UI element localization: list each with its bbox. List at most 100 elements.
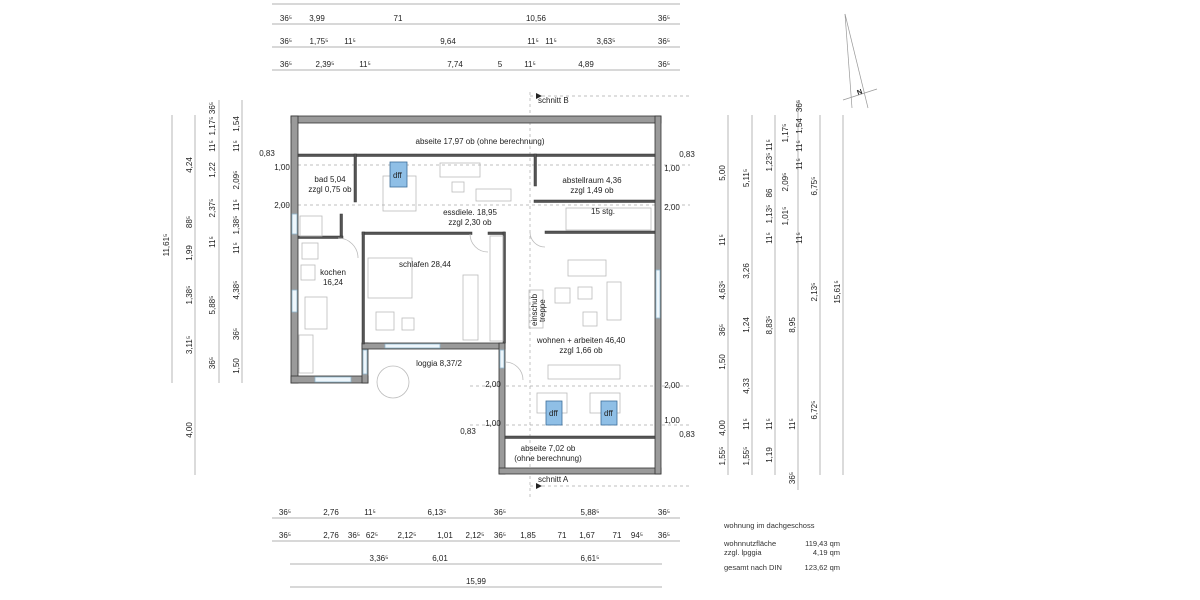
dimension-label: 11⁵ (524, 60, 536, 69)
room-label-kochen: kochen (320, 268, 346, 277)
attic-ladder-label: treppe (538, 299, 547, 322)
dimension-label: 36⁵ (279, 531, 291, 540)
dimension-label: 36⁵ (658, 14, 670, 23)
dimension-label: 36⁵ (658, 508, 670, 517)
dimension-label: 1,22 (208, 162, 217, 178)
dimension-label: 2,12⁵ (466, 531, 485, 540)
dimension-label: 11⁵ (765, 418, 774, 430)
north-arrow: N (842, 13, 878, 109)
dimension-label: 1,23⁵ (765, 153, 774, 172)
dimension-label: 11⁵ (765, 139, 774, 151)
dimension-label: 2,09⁵ (781, 173, 790, 192)
dimension-label: 1,55⁵ (742, 447, 751, 466)
dimension-label: 5 (498, 60, 503, 69)
summary-label: gesamt nach DIN (724, 563, 782, 572)
dimension-label: 2,09⁵ (232, 171, 241, 190)
dimension-label: 11⁵ (765, 232, 774, 244)
room-label-loggia: loggia 8,37/2 (416, 359, 462, 368)
dimension-label: 1,54 (795, 118, 804, 134)
dimension-label: 1,55⁵ (718, 447, 727, 466)
dimension-label: 3,63⁵ (597, 37, 616, 46)
dimension-label: 2,13⁵ (810, 283, 819, 302)
windows (291, 213, 661, 383)
height-label: 0,83 (679, 150, 695, 159)
dimension-label: 1,99 (185, 245, 194, 261)
height-label: 2,00 (274, 201, 290, 210)
dimension-label: 6,13⁵ (428, 508, 447, 517)
dimension-label: 11⁵ (232, 199, 241, 211)
skylight (600, 400, 618, 426)
dimension-label: 7,74 (447, 60, 463, 69)
dimension-label: 11⁵ (718, 234, 727, 246)
dimension-label: 71 (394, 14, 403, 23)
section-a-arrow (536, 483, 542, 489)
dimension-label: 36⁵ (795, 100, 804, 112)
dimension-label: 4,38⁵ (232, 281, 241, 300)
section-lines (280, 92, 690, 500)
dimension-label: 36⁵ (280, 60, 292, 69)
area-summary: wohnung im dachgeschoss wohnnutzfläche 1… (723, 521, 840, 572)
height-label: 1,00 (485, 419, 501, 428)
dimension-label: 4,89 (578, 60, 594, 69)
dimension-label: 1,38⁵ (185, 286, 194, 305)
dimension-label: 36⁵ (658, 60, 670, 69)
height-label: 1,00 (664, 164, 680, 173)
dimension-lines (171, 3, 844, 588)
height-label: 1,00 (664, 416, 680, 425)
height-label: 2,00 (485, 380, 501, 389)
dimension-label: 11⁵ (208, 236, 217, 248)
dimension-label: 11⁵ (545, 37, 557, 46)
dimension-label: 6,75⁵ (810, 177, 819, 196)
dimension-label: 1,19 (765, 447, 774, 463)
dimension-label: 11⁵ (795, 232, 804, 244)
dimension-label: 1,17⁵ (208, 117, 217, 136)
dimension-label: 2,76 (323, 508, 339, 517)
room-label-bad: bad 5,04 (314, 175, 346, 184)
dimension-label: 11,61⁵ (162, 234, 171, 257)
dimension-label: 2,39⁵ (316, 60, 335, 69)
dimension-label: 11⁵ (364, 508, 376, 517)
dimension-label: 11⁵ (795, 140, 804, 152)
attic-ladder-label: einschub (530, 293, 539, 326)
dimension-label: 36⁵ (658, 37, 670, 46)
furniture (298, 162, 652, 414)
height-label: 2,00 (664, 381, 680, 390)
summary-value: 4,19 qm (813, 548, 840, 557)
dimension-label: 5,88⁵ (581, 508, 600, 517)
skylight (545, 400, 563, 426)
room-label-essdiele: zzgl 2,30 ob (448, 218, 492, 227)
dimension-label: 36⁵ (494, 508, 506, 517)
skylights: dff dff dff (389, 161, 618, 426)
dimension-label: 9,64 (440, 37, 456, 46)
stair-label: 15 stg. (591, 207, 615, 216)
dimension-label: 71 (558, 531, 567, 540)
room-label-schlafen: schlafen 28,44 (399, 260, 452, 269)
room-label-kochen: 16,24 (323, 278, 344, 287)
dimension-label: 6,61⁵ (581, 554, 600, 563)
summary-label: zzgl. lpggia (724, 548, 762, 557)
skylight (389, 161, 408, 188)
summary-value: 123,62 qm (805, 563, 840, 572)
dimension-label: 4,63⁵ (718, 281, 727, 300)
dimension-label: 11⁵ (344, 37, 356, 46)
dimension-label: 5,11⁵ (742, 169, 751, 187)
dimension-label: 11⁵ (742, 418, 751, 430)
height-label: 0,83 (679, 430, 695, 439)
dimension-label: 1,67 (579, 531, 595, 540)
summary-title: wohnung im dachgeschoss (723, 521, 815, 530)
dimension-label: 36⁵ (658, 531, 670, 540)
dimension-label: 11⁵ (788, 418, 797, 430)
height-label: 0,83 (460, 427, 476, 436)
dimension-label: 1,50 (718, 354, 727, 370)
room-label-abseite-south: abseite 7,02 ob (521, 444, 576, 453)
dimension-label: 1,17⁵ (781, 124, 790, 143)
room-label-essdiele: essdiele. 18,95 (443, 208, 497, 217)
skylight-label: dff (393, 171, 403, 180)
dimension-label: 2,76 (323, 531, 339, 540)
dimension-label: 3,36⁵ (370, 554, 389, 563)
dimension-label: 94⁵ (631, 531, 643, 540)
dimension-label: 1,50 (232, 358, 241, 374)
dimension-label: 6,01 (432, 554, 448, 563)
dimension-label: 2,12⁵ (398, 531, 417, 540)
